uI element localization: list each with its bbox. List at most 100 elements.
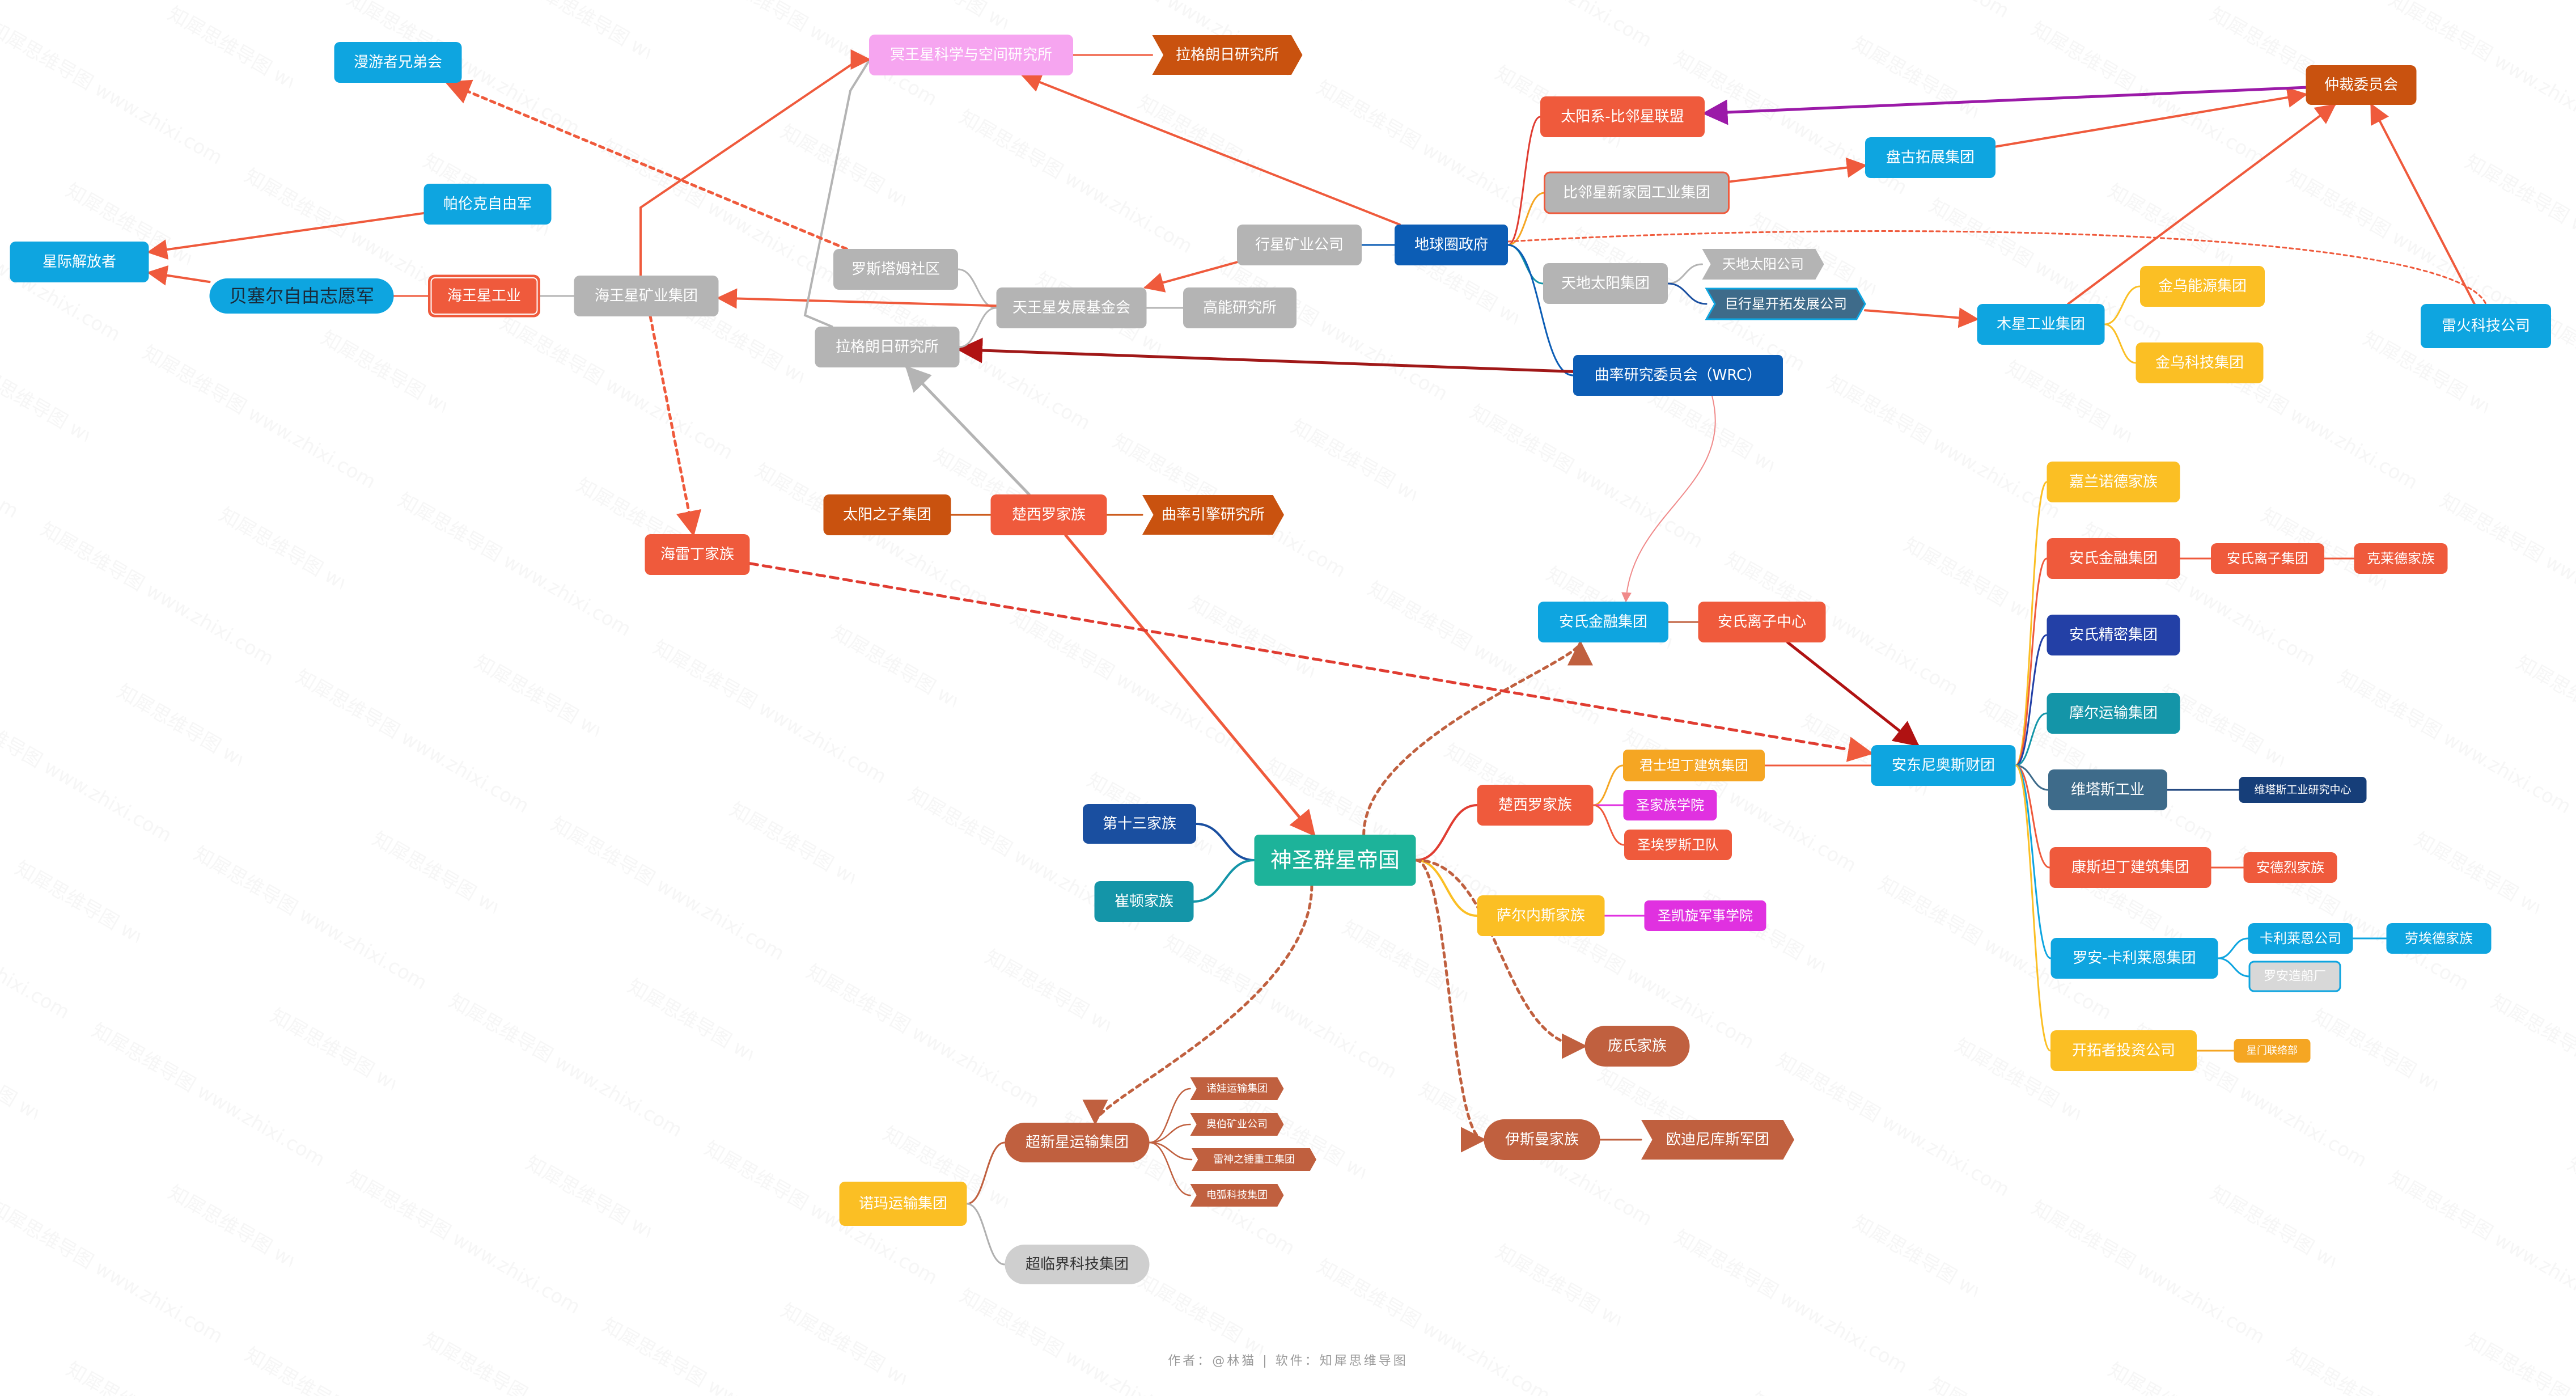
node-cuidun[interactable]: 崔顿家族: [1094, 881, 1194, 922]
node-box: [2211, 543, 2324, 574]
node-pang[interactable]: 庞氏家族: [1584, 1026, 1690, 1067]
node-s1[interactable]: 诸娃运输集团: [1190, 1077, 1284, 1100]
node-juxing[interactable]: 巨行星开拓发展公司: [1705, 287, 1866, 320]
node-haiwang_ky[interactable]: 海王星矿业集团: [574, 276, 719, 316]
node-manyou[interactable]: 漫游者兄弟会: [334, 42, 462, 83]
node-xingmen[interactable]: 星门联络部: [2234, 1039, 2311, 1063]
node-label: 金乌能源集团: [2158, 278, 2247, 295]
connector-chuxiluo_t-to-lage_mid: [905, 365, 1031, 496]
node-s4[interactable]: 电弧科技集团: [1190, 1184, 1284, 1207]
node-jinwu_kj[interactable]: 金乌科技集团: [2136, 342, 2264, 383]
connector-xingxing-to-tianwang: [1143, 261, 1238, 293]
node-laoai[interactable]: 劳埃德家族: [2386, 923, 2492, 954]
node-lage_mid[interactable]: 拉格朗日研究所: [815, 327, 960, 367]
node-taiyang_bl[interactable]: 太阳系-比邻星联盟: [1540, 96, 1705, 137]
node-box: [1540, 96, 1705, 137]
connector-juxing-to-muxing: [1864, 307, 1980, 328]
node-box: [833, 249, 958, 290]
node-weita[interactable]: 维塔斯工业: [2048, 769, 2167, 810]
node-anshi_fin2[interactable]: 安氏金融集团: [2047, 538, 2180, 579]
node-jinwu_ny[interactable]: 金乌能源集团: [2140, 266, 2265, 307]
node-kali[interactable]: 卡利莱恩公司: [2248, 923, 2353, 954]
node-label: 诺玛运输集团: [859, 1195, 947, 1212]
node-andong[interactable]: 安东尼奥斯财团: [1871, 745, 2016, 786]
connector-root-to-saer: [1414, 859, 1478, 917]
node-gaoneng[interactable]: 高能研究所: [1183, 287, 1297, 328]
node-oudi[interactable]: 欧迪尼库斯军团: [1641, 1120, 1794, 1160]
node-s2[interactable]: 奥伯矿业公司: [1190, 1113, 1284, 1136]
node-label: 雷神之锤重工集团: [1213, 1154, 1295, 1166]
node-qulv_yj[interactable]: 曲率引擎研究所: [1142, 495, 1284, 535]
node-nuoma[interactable]: 诺玛运输集团: [839, 1182, 967, 1226]
node-moer[interactable]: 摩尔运输集团: [2047, 693, 2180, 734]
node-kaituo[interactable]: 开拓者投资公司: [2050, 1030, 2197, 1071]
node-weita_yj[interactable]: 维塔斯工业研究中心: [2239, 777, 2367, 803]
node-tiandi[interactable]: 天地太阳集团: [1543, 263, 1668, 304]
node-yisi[interactable]: 伊斯曼家族: [1484, 1119, 1600, 1160]
node-box: [1573, 355, 1783, 396]
node-box: [869, 35, 1073, 75]
node-root[interactable]: 神圣群星帝国: [1254, 835, 1416, 886]
node-kelai[interactable]: 克莱德家族: [2354, 543, 2448, 574]
node-label: 木星工业集团: [1997, 316, 2085, 333]
node-jialan[interactable]: 嘉兰诺德家族: [2047, 462, 2180, 502]
connector-chaoxin-to-s3: [1149, 1141, 1193, 1161]
node-label: 欧迪尼库斯军团: [1666, 1131, 1769, 1148]
node-label: 天地太阳集团: [1561, 275, 1650, 292]
node-qulv_wrc[interactable]: 曲率研究委员会（WRC）: [1573, 355, 1783, 396]
node-s3[interactable]: 雷神之锤重工集团: [1192, 1148, 1316, 1171]
node-label: 第十三家族: [1103, 815, 1176, 832]
node-haiwang_gy[interactable]: 海王星工业: [428, 274, 540, 318]
node-juntan[interactable]: 君士坦丁建筑集团: [1623, 750, 1765, 781]
connector-pangu-to-zhongcai: [1994, 87, 2308, 148]
node-saer[interactable]: 萨尔内斯家族: [1477, 895, 1605, 936]
node-muxing[interactable]: 木星工业集团: [1977, 304, 2105, 345]
node-zhongcai[interactable]: 仲裁委员会: [2306, 65, 2417, 105]
node-anshi_fin[interactable]: 安氏金融集团: [1538, 602, 1668, 642]
node-palun[interactable]: 帕伦克自由军: [423, 184, 552, 225]
node-tiandi_gs[interactable]: 天地太阳公司: [1702, 249, 1824, 280]
node-anshi_ion[interactable]: 安氏离子中心: [1698, 602, 1826, 642]
node-bilin[interactable]: 比邻星新家园工业集团: [1544, 171, 1730, 214]
node-haileiding[interactable]: 海雷丁家族: [645, 534, 750, 575]
node-diqiu[interactable]: 地球圈政府: [1395, 225, 1508, 265]
node-anshi_lizi[interactable]: 安氏离子集团: [2211, 543, 2324, 574]
connector-tianwang-to-lage_mid: [959, 307, 997, 348]
node-chuxiluo_t[interactable]: 楚西罗家族: [990, 494, 1107, 535]
node-lage_top[interactable]: 拉格朗日研究所: [1152, 35, 1303, 75]
node-luoan[interactable]: 罗安-卡利莱恩集团: [2050, 938, 2218, 979]
node-label: 天王星发展基金会: [1012, 299, 1130, 316]
node-chuxiluo_b[interactable]: 楚西罗家族: [1477, 785, 1594, 826]
node-box: [428, 274, 540, 318]
node-label: 罗安-卡利莱恩集团: [2073, 950, 2196, 967]
node-beisai[interactable]: 贝塞尔自由志愿军: [209, 278, 394, 314]
node-shengkai[interactable]: 圣凯旋军事学院: [1644, 900, 1766, 931]
node-label: 雷火科技公司: [2442, 318, 2530, 335]
node-leihuo[interactable]: 雷火科技公司: [2421, 304, 2551, 348]
node-box: [423, 184, 552, 225]
node-label: 劳埃德家族: [2405, 930, 2473, 946]
node-anshi_jing[interactable]: 安氏精密集团: [2047, 615, 2180, 655]
node-n13[interactable]: 第十三家族: [1083, 804, 1196, 844]
node-andeli[interactable]: 安德烈家族: [2243, 852, 2337, 883]
node-chaolin[interactable]: 超临界科技集团: [1005, 1245, 1150, 1284]
node-mingwang[interactable]: 冥王星科学与空间研究所: [869, 35, 1073, 75]
node-luoan_ship[interactable]: 罗安造船厂: [2248, 961, 2341, 992]
node-luosi[interactable]: 罗斯塔姆社区: [833, 249, 958, 290]
node-label: 漫游者兄弟会: [354, 54, 442, 71]
node-label: 伊斯曼家族: [1505, 1131, 1579, 1148]
node-pangu[interactable]: 盘古拓展集团: [1865, 137, 1995, 178]
node-label: 安氏离子集团: [2227, 551, 2308, 566]
node-shengai[interactable]: 圣埃罗斯卫队: [1624, 830, 1732, 860]
node-shengjia[interactable]: 圣家族学院: [1623, 790, 1717, 820]
node-label: 圣埃罗斯卫队: [1637, 837, 1719, 853]
node-xingxing[interactable]: 行星矿业公司: [1237, 225, 1362, 265]
node-tianwang[interactable]: 天王星发展基金会: [996, 287, 1147, 328]
node-taiyang_zi[interactable]: 太阳之子集团: [823, 494, 951, 535]
connector-tiandi-to-tiandi_gs: [1667, 263, 1703, 285]
connector-diqiu-to-mingwang: [1020, 73, 1401, 226]
node-kangsi[interactable]: 康斯坦丁建筑集团: [2049, 847, 2211, 888]
node-xingji[interactable]: 星际解放者: [10, 242, 149, 282]
node-chaoxin[interactable]: 超新星运输集团: [1005, 1123, 1150, 1162]
